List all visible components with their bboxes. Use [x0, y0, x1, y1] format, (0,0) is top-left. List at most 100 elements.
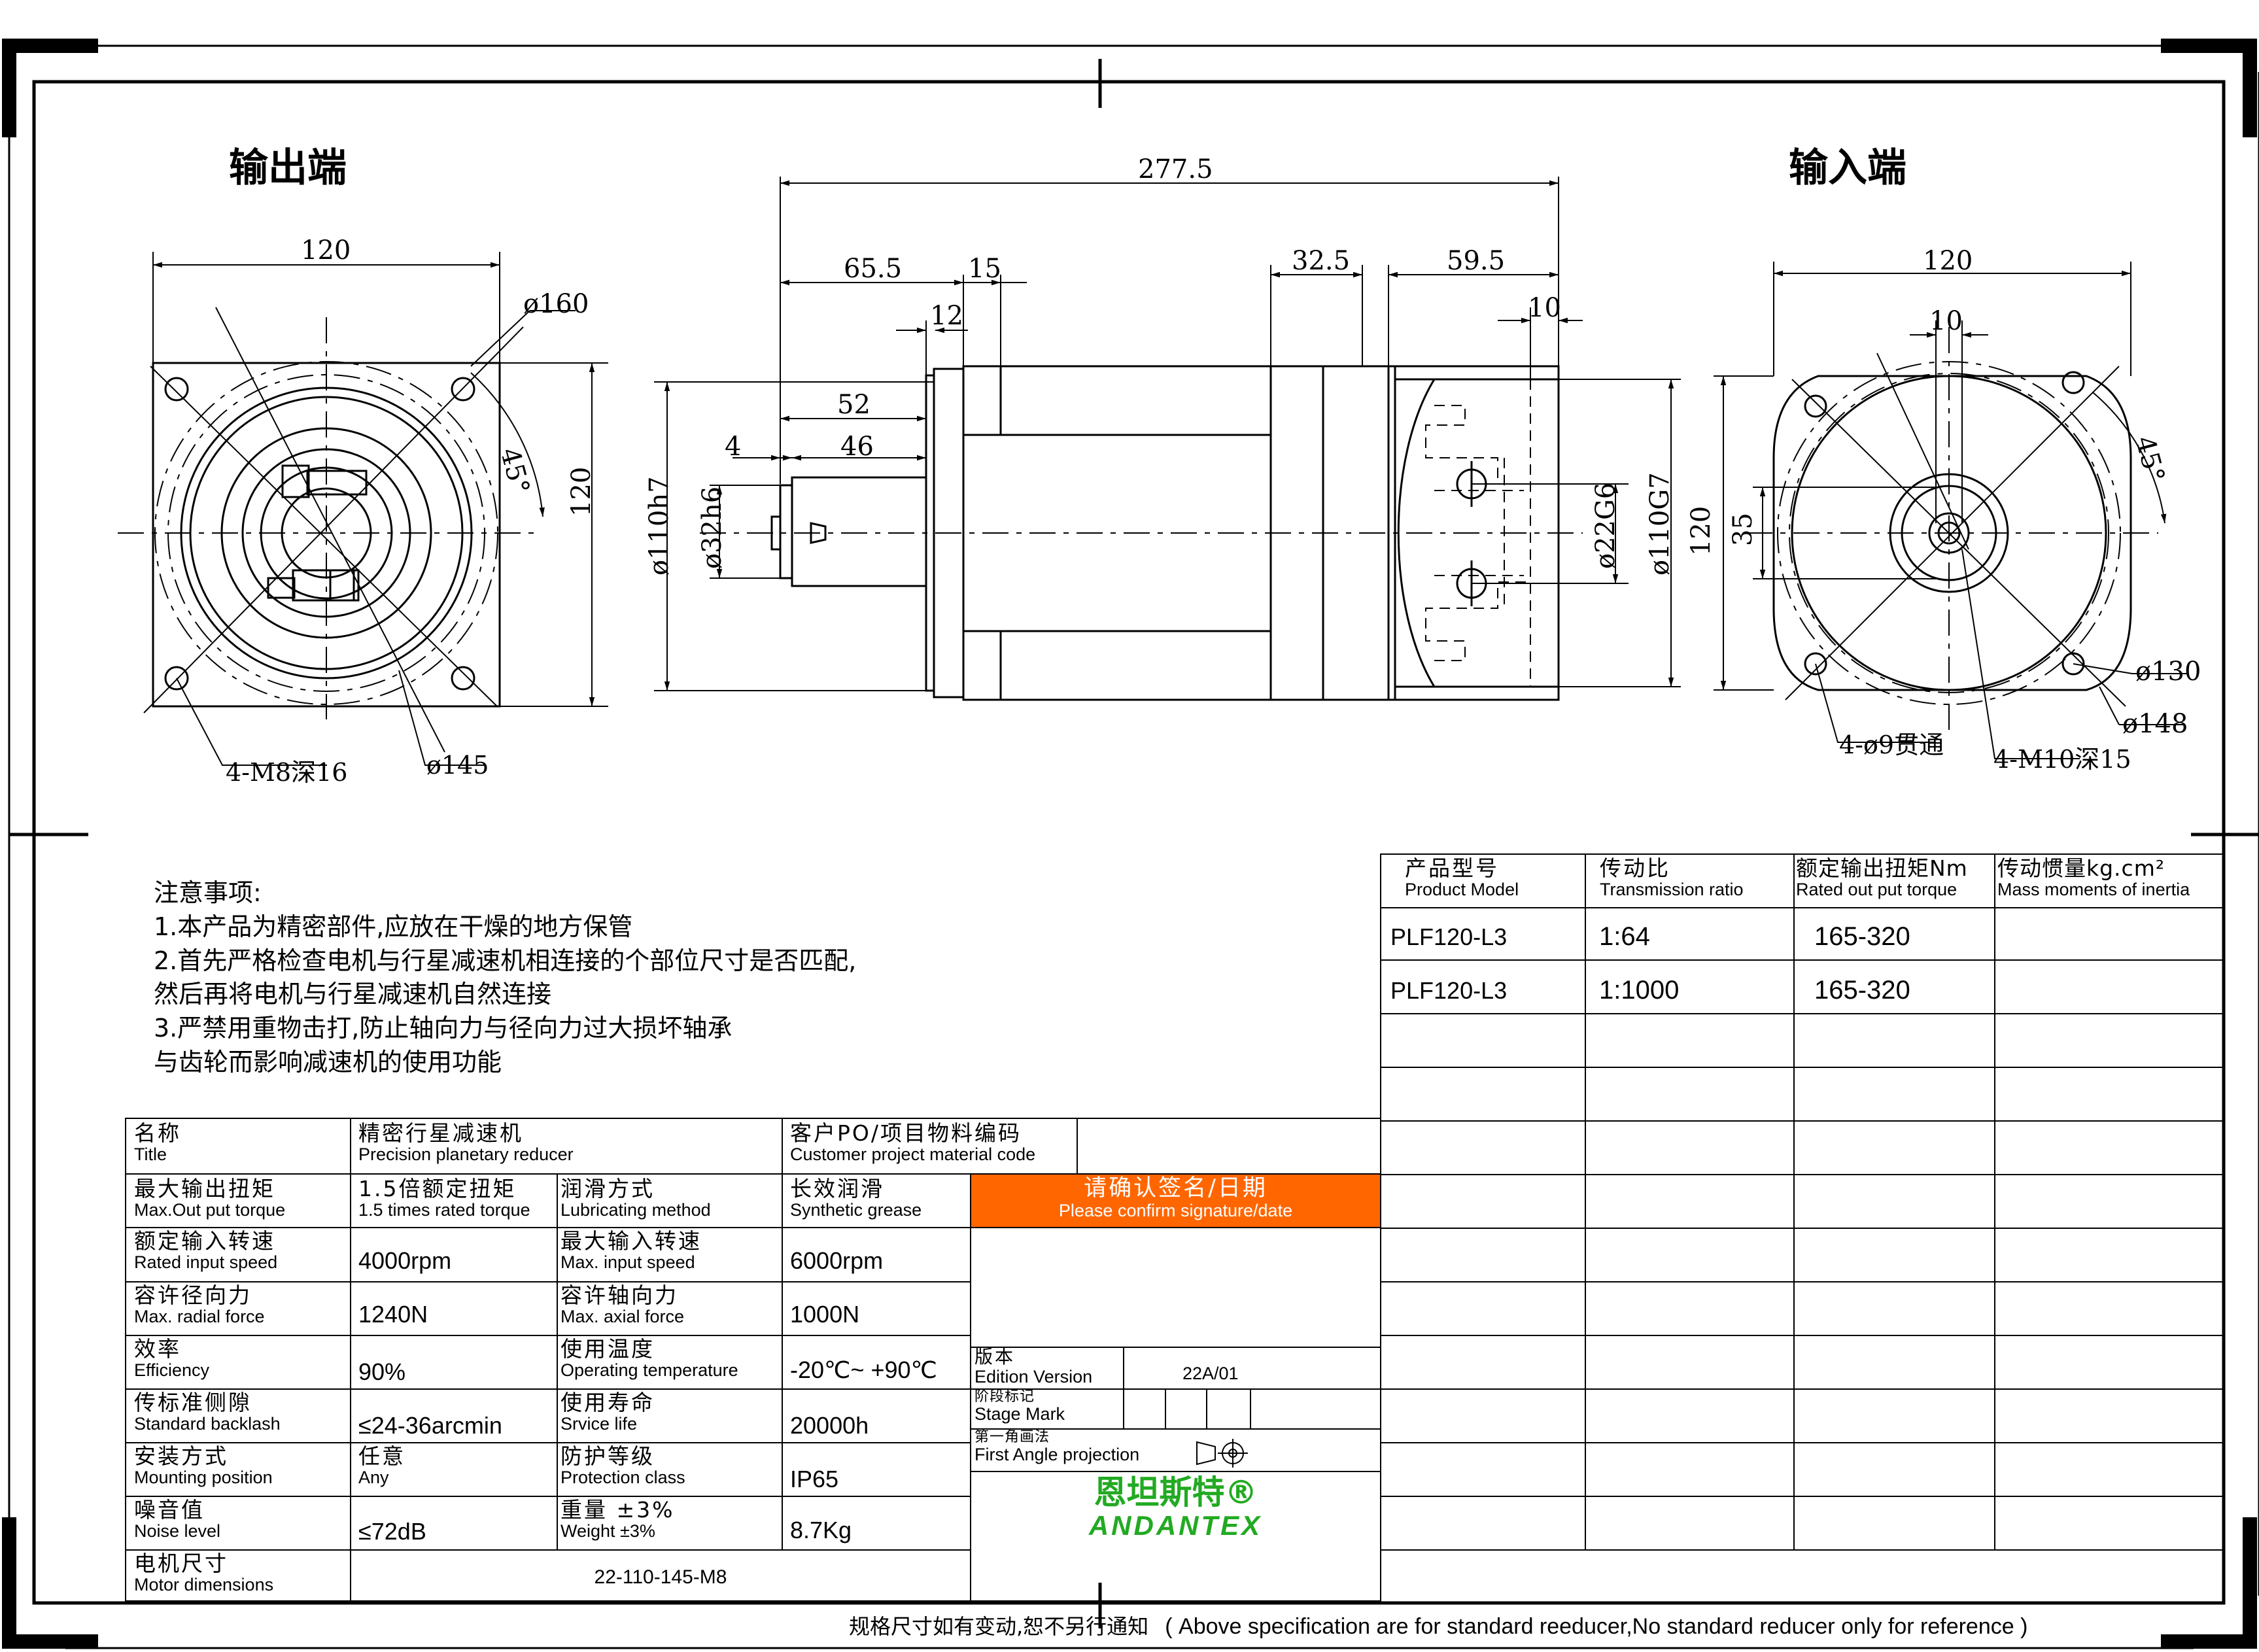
spec-label-zh: 电机尺寸 — [134, 1552, 228, 1576]
spec-value-zh: 1.5倍额定扭矩 — [358, 1177, 517, 1201]
model-header-torque: 额定输出扭矩Nm Rated out put torque — [1796, 857, 1993, 900]
confirm-signature-cell: 请确认签名/日期 Please confirm signature/date — [971, 1176, 1381, 1220]
output-end-label: 输出端 — [229, 145, 347, 191]
dim-out-d160: ø160 — [523, 289, 589, 319]
spec-label-en: Edition Version — [974, 1366, 1093, 1386]
projection-label: 第一角画法 First Angle projection — [974, 1430, 1139, 1465]
model-table-grid — [1380, 853, 2224, 1551]
spec-value-zh: 长效润滑 — [790, 1177, 884, 1201]
spec-label-en: Motor dimensions — [134, 1575, 274, 1595]
spec-label-zh: 重量 ±3% — [560, 1498, 675, 1523]
dim-side-total: 277.5 — [1138, 154, 1213, 184]
dim-side-d32h6: ø32h6 — [697, 486, 727, 569]
side-view — [700, 365, 1583, 701]
projection-symbol — [1196, 1439, 1248, 1468]
spec-label-en: Customer project material code — [790, 1144, 1036, 1165]
dim-side-46: 46 — [840, 432, 874, 462]
dim-in-holes-m10: 4-M10深15 — [1993, 745, 2131, 774]
dim-side-d110g7: ø110G7 — [1645, 472, 1675, 576]
output-end-dimensions — [152, 252, 608, 766]
spec-label-en: Rated input speed — [134, 1252, 278, 1273]
dim-side-d22g6: ø22G6 — [1591, 482, 1621, 569]
spec-weight-value: 8.7Kg — [790, 1517, 852, 1543]
spec-label-en: Max. axial force — [560, 1307, 685, 1327]
dim-side-32-5: 32.5 — [1292, 246, 1351, 276]
spec-label-zh: 最大输出扭矩 — [134, 1177, 275, 1201]
edition-label: 版本 Edition Version — [974, 1347, 1092, 1386]
model-header-inertia: 传动惯量kg.cm² Mass moments of inertia — [1997, 857, 2222, 900]
spec-label-en: Max. input speed — [560, 1252, 695, 1273]
dim-side-d110h7: ø110h7 — [644, 476, 674, 576]
dim-in-35: 35 — [1728, 513, 1758, 546]
spec-label-zh: 噪音值 — [134, 1498, 205, 1523]
notes-line: 与齿轮而影响减速机的使用功能 — [154, 1047, 502, 1076]
notes-line: 2.首先严格检查电机与行星减速机相连接的个部位尺寸是否匹配, — [154, 946, 857, 975]
spec-label-zh: 容许轴向力 — [560, 1284, 678, 1308]
spec-table-grid — [125, 1118, 1381, 1602]
spec-axial-label: 容许轴向力 Max. axial force — [560, 1284, 684, 1327]
dim-out-width: 120 — [301, 235, 351, 266]
confirm-en: Please confirm signature/date — [1058, 1200, 1293, 1220]
footer-note: 规格尺寸如有变动,恕不另行通知 ( Above specification ar… — [849, 1610, 2027, 1640]
spec-label-zh: 使用寿命 — [560, 1391, 655, 1415]
spec-temp-label: 使用温度 Operating temperature — [560, 1337, 738, 1381]
spec-life-label: 使用寿命 Srvice life — [560, 1391, 655, 1434]
spec-noise-value: ≤72dB — [358, 1519, 426, 1545]
model-header-zh: 产品型号 — [1405, 857, 1499, 881]
model-row1-ratio: 1:64 — [1599, 922, 1650, 951]
model-header-product: 产品型号 Product Model — [1405, 857, 1581, 900]
model-row2-ratio: 1:1000 — [1599, 976, 1680, 1005]
spec-label-zh: 名称 — [134, 1122, 181, 1146]
spec-motor-label: 电机尺寸 Motor dimensions — [134, 1552, 273, 1595]
dim-side-15: 15 — [968, 254, 1001, 284]
spec-label-en: Stage Mark — [974, 1404, 1065, 1424]
spec-customer-code: 客户PO/项目物料编码 Customer project material co… — [790, 1122, 1035, 1165]
spec-noise-label: 噪音值 Noise level — [134, 1498, 220, 1541]
dim-in-holes9: 4-ø9贯通 — [1839, 731, 1944, 759]
notes-line: 3.严禁用重物击打,防止轴向力与径向力过大损坏轴承 — [154, 1014, 733, 1043]
dim-in-10: 10 — [1929, 306, 1963, 336]
confirm-zh: 请确认签名/日期 — [1084, 1176, 1267, 1201]
spec-maxout-value: 1.5倍额定扭矩 1.5 times rated torque — [358, 1177, 530, 1220]
sheet-frame — [2, 39, 2259, 1649]
dim-side-59-5: 59.5 — [1447, 246, 1506, 276]
spec-label-en: Weight ±3% — [560, 1521, 655, 1541]
model-header-ratio: 传动比 Transmission ratio — [1600, 857, 1793, 900]
input-end-dimensions — [1714, 262, 2188, 759]
side-view-dimensions — [654, 177, 1681, 691]
model-header-zh: 额定输出扭矩Nm — [1796, 857, 1968, 881]
spec-label-zh: 安装方式 — [134, 1445, 228, 1469]
spec-axial-value: 1000N — [790, 1301, 860, 1328]
brand-en: ANDANTEX — [1088, 1510, 1263, 1541]
dim-out-holes: 4-M8深16 — [226, 758, 348, 787]
notes-block: 注意事项: 1.本产品为精密部件,应放在干燥的地方保管 2.首先严格检查电机与行… — [154, 879, 857, 1076]
spec-maxout-label: 最大输出扭矩 Max.Out put torque — [134, 1177, 285, 1220]
spec-lube-value: 长效润滑 Synthetic grease — [790, 1177, 922, 1220]
spec-label-en: Operating temperature — [560, 1360, 738, 1381]
input-end-view — [1746, 327, 2158, 732]
output-end-view — [118, 307, 536, 753]
spec-ratedin-value: 4000rpm — [358, 1248, 452, 1274]
spec-value-en: Synthetic grease — [790, 1200, 922, 1220]
dim-side-10: 10 — [1528, 293, 1561, 323]
model-header-zh: 传动惯量kg.cm² — [1997, 857, 2165, 881]
spec-label-zh: 使用温度 — [560, 1337, 655, 1362]
spec-motor-value: 22-110-145-M8 — [594, 1566, 727, 1588]
notes-line: 1.本产品为精密部件,应放在干燥的地方保管 — [154, 912, 633, 941]
spec-label-zh: 额定输入转速 — [134, 1230, 275, 1254]
spec-backlash-value: ≤24-36arcmin — [358, 1413, 502, 1439]
model-row2-model: PLF120-L3 — [1390, 978, 1508, 1004]
spec-label-zh: 最大输入转速 — [560, 1230, 702, 1254]
spec-label-en: Srvice life — [560, 1414, 638, 1434]
spec-value-zh: 任意 — [358, 1445, 405, 1469]
spec-weight-label: 重量 ±3% Weight ±3% — [560, 1498, 675, 1541]
spec-label-en: Max.Out put torque — [134, 1200, 286, 1220]
spec-backlash-label: 传标准侧隙 Standard backlash — [134, 1391, 281, 1434]
dim-in-d130: ø130 — [2135, 657, 2201, 687]
model-header-en: Transmission ratio — [1600, 880, 1744, 900]
model-row1-torque: 165-320 — [1814, 922, 1910, 951]
spec-label-en: First Angle projection — [974, 1445, 1140, 1465]
dim-in-width: 120 — [1923, 246, 1973, 276]
spec-maxin-label: 最大输入转速 Max. input speed — [560, 1230, 702, 1273]
